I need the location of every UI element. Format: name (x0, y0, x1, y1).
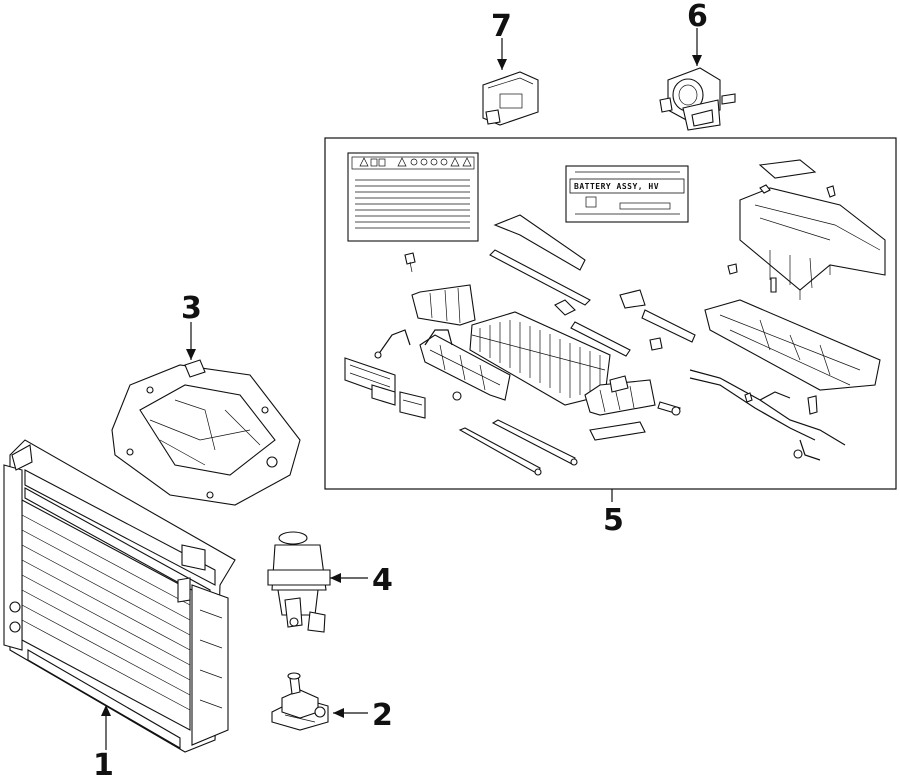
callout-3: 3 (181, 291, 202, 326)
callout-4: 4 (372, 563, 393, 598)
arrow-4 (330, 573, 341, 583)
arrow-3 (186, 349, 196, 360)
callout-1: 1 (93, 748, 114, 775)
arrow-7 (497, 59, 507, 70)
arrow-2 (333, 708, 344, 718)
wire-harness-icon (689, 369, 846, 461)
ecu-icon (482, 71, 539, 126)
battery-assy-label-text: BATTERY ASSY, HV (574, 182, 659, 191)
inverter-icon (111, 359, 301, 506)
bracket-rails-icon (489, 214, 696, 357)
callout-6: 6 (687, 0, 708, 34)
battery-cover-icon (739, 187, 886, 300)
reservoir-icon (267, 531, 331, 633)
arrow-1 (101, 705, 111, 716)
callout-7: 7 (491, 9, 512, 44)
hv-battery-assembly-icon: BATTERY ASSY, HV (344, 152, 886, 476)
battery-assy-label-icon: BATTERY ASSY, HV (565, 165, 689, 223)
water-pump-icon (271, 672, 329, 731)
callout-2: 2 (372, 698, 393, 733)
caution-label-icon (347, 152, 479, 242)
callout-5: 5 (603, 503, 624, 538)
blower-icon (659, 67, 736, 131)
battery-tray-icon (704, 299, 881, 391)
arrow-6 (692, 55, 702, 66)
radiator-icon (3, 439, 236, 753)
hv-battery-assembly-box (324, 137, 897, 490)
